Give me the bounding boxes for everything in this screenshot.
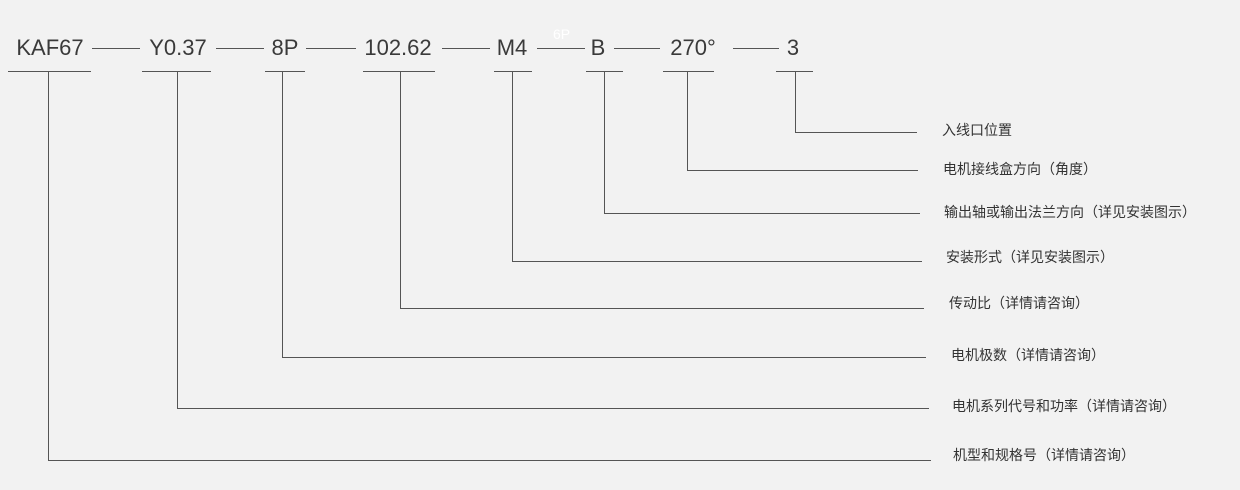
code-ratio: 102.62 <box>364 35 432 60</box>
separator-dash <box>442 48 490 49</box>
code-motor-power: Y0.37 <box>149 35 207 60</box>
label-cable-entry: 入线口位置 <box>942 123 1012 139</box>
leader-line <box>177 71 178 408</box>
separator-dash <box>216 48 264 49</box>
leader-line <box>400 308 924 309</box>
leader-line <box>177 408 929 409</box>
leader-line <box>282 71 283 357</box>
code-cable-entry: 3 <box>786 35 800 60</box>
leader-line <box>400 71 401 308</box>
label-model-size: 机型和规格号（详情请咨询） <box>953 448 1135 464</box>
leader-line <box>795 71 796 132</box>
underline <box>8 71 91 72</box>
code-model-size: KAF67 <box>16 35 84 60</box>
label-mounting: 安装形式（详见安装图示） <box>946 250 1114 266</box>
separator-dash <box>537 48 585 49</box>
leader-line <box>48 460 931 461</box>
underline <box>494 71 532 72</box>
leader-line <box>48 71 49 460</box>
watermark: 6P <box>553 26 571 42</box>
underline <box>142 71 211 72</box>
separator-dash <box>306 48 356 49</box>
code-motor-poles: 8P <box>271 35 299 60</box>
separator-dash <box>733 48 779 49</box>
leader-line <box>604 71 605 213</box>
code-terminal-box-angle: 270° <box>670 35 716 60</box>
leader-line <box>512 71 513 261</box>
leader-line <box>604 213 920 214</box>
underline <box>363 71 435 72</box>
separator-dash <box>92 48 140 49</box>
leader-line <box>512 261 922 262</box>
code-mounting: M4 <box>496 35 528 60</box>
separator-dash <box>614 48 660 49</box>
label-motor-poles: 电机极数（详情请咨询） <box>951 348 1105 364</box>
underline <box>265 71 305 72</box>
label-terminal-box-angle: 电机接线盒方向（角度） <box>943 162 1097 178</box>
underline <box>776 71 813 72</box>
leader-line <box>687 170 918 171</box>
label-output-direction: 输出轴或输出法兰方向（详见安装图示） <box>944 205 1196 221</box>
underline <box>663 71 714 72</box>
label-ratio: 传动比（详情请咨询） <box>949 296 1089 312</box>
leader-line <box>282 357 926 358</box>
label-motor-power: 电机系列代号和功率（详情请咨询） <box>952 399 1176 415</box>
code-output-direction: B <box>590 35 606 60</box>
leader-line <box>687 71 688 170</box>
leader-line <box>795 132 917 133</box>
